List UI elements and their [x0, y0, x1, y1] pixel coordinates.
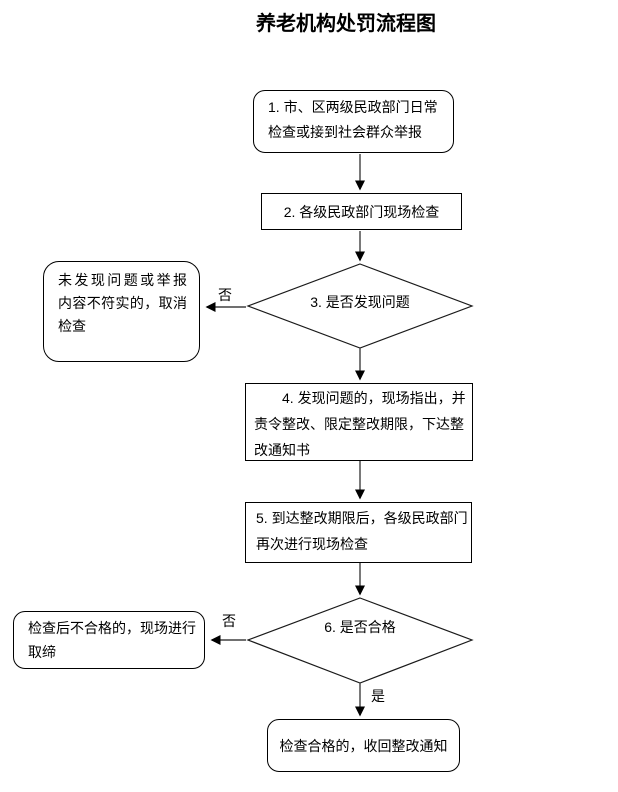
- edge-label-no-1: 否: [218, 287, 232, 303]
- rectify-notice-line1: 4. 发现问题的，现场指出，并: [282, 390, 466, 406]
- edge-label-no-2: 否: [222, 613, 236, 629]
- report-node: 1. 市、区两级民政部门日常 检查或接到社会群众举报: [253, 90, 454, 153]
- cancel-check-node: 未发现问题或举报 内容不符实的，取消 检查: [43, 261, 200, 362]
- withdraw-notice-node: 检查合格的，收回整改通知: [267, 719, 460, 772]
- recheck-node: 5. 到达整改期限后，各级民政部门 再次进行现场检查: [245, 502, 472, 563]
- report-node-line2: 检查或接到社会群众举报: [268, 124, 422, 140]
- cancel-check-line2: 内容不符实的，取消: [58, 295, 187, 311]
- cancel-check-line3: 检查: [58, 318, 86, 334]
- ban-line2: 取缔: [28, 644, 56, 660]
- decision-pass-diamond: [246, 597, 474, 684]
- rectify-notice-node: 4. 发现问题的，现场指出，并 责令整改、限定整改期限，下达整 改通知书: [245, 383, 473, 461]
- page-title: 养老机构处罚流程图: [256, 13, 436, 35]
- site-check-node-label: 2. 各级民政部门现场检查: [283, 203, 440, 220]
- cancel-check-line1: 未发现问题或举报: [58, 272, 187, 288]
- rectify-notice-line3: 改通知书: [254, 442, 310, 458]
- edge-label-yes: 是: [371, 688, 385, 704]
- withdraw-notice-label: 检查合格的，收回整改通知: [279, 737, 448, 754]
- ban-node: 检查后不合格的，现场进行 取缔: [13, 611, 205, 669]
- ban-line1: 检查后不合格的，现场进行: [28, 620, 196, 636]
- recheck-line2: 再次进行现场检查: [256, 536, 368, 552]
- decision-pass-label: 6. 是否合格: [324, 619, 396, 635]
- report-node-line1: 1. 市、区两级民政部门日常: [268, 99, 438, 115]
- site-check-node: 2. 各级民政部门现场检查: [261, 193, 462, 230]
- rectify-notice-line2: 责令整改、限定整改期限，下达整: [254, 416, 464, 432]
- recheck-line1: 5. 到达整改期限后，各级民政部门: [256, 510, 468, 526]
- decision-problem-label: 3. 是否发现问题: [310, 294, 410, 310]
